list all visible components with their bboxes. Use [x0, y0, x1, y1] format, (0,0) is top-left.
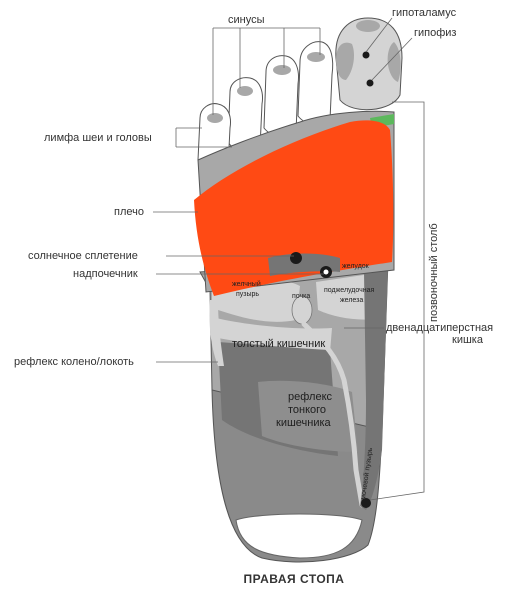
toe-4-sinus [237, 86, 253, 96]
inner-label-kidney: почка [292, 293, 310, 300]
label-sinuses: синусы [228, 14, 265, 26]
label-spine: позвоночный столб [428, 223, 440, 322]
label-hypothalamus: гипоталамус [392, 7, 457, 19]
label-shoulder: плечо [114, 206, 144, 218]
inner-label-pancreas-2: железа [340, 297, 363, 304]
label-duodenum-2: кишка [452, 334, 484, 346]
toe-5-sinus [207, 113, 223, 123]
label-knee-elbow: рефлекс колено/локоть [14, 356, 134, 368]
pituitary-point [367, 80, 374, 87]
toe-3-sinus [273, 65, 291, 75]
inner-label-small-intestine-3: кишечника [276, 417, 332, 429]
toe-2-sinus [307, 52, 325, 62]
kidney-zone [292, 296, 312, 324]
hypothalamus-point [363, 52, 370, 59]
label-adrenal: надпочечник [73, 268, 138, 280]
solar-plexus-point [290, 252, 302, 264]
inner-label-stomach: желудок [342, 263, 370, 270]
big-toe-tip [356, 20, 380, 32]
inner-label-gallbladder-2: пузырь [236, 291, 259, 298]
adrenal-point-inner [324, 270, 329, 275]
label-solar-plexus: солнечное сплетение [28, 250, 138, 262]
inner-label-small-intestine-1: рефлекс [288, 391, 333, 403]
label-pituitary: гипофиз [414, 27, 456, 39]
label-duodenum-1: двенадцатиперстная [386, 322, 493, 334]
label-lymph: лимфа шеи и головы [44, 132, 152, 144]
inner-label-gallbladder-1: желчный [232, 280, 261, 288]
figure-caption: ПРАВАЯ СТОПА [244, 572, 345, 586]
inner-label-pancreas-1: поджелудочная [324, 287, 375, 294]
inner-label-small-intestine-2: тонкого [288, 404, 326, 416]
inner-label-colon: толстый кишечник [232, 338, 325, 350]
